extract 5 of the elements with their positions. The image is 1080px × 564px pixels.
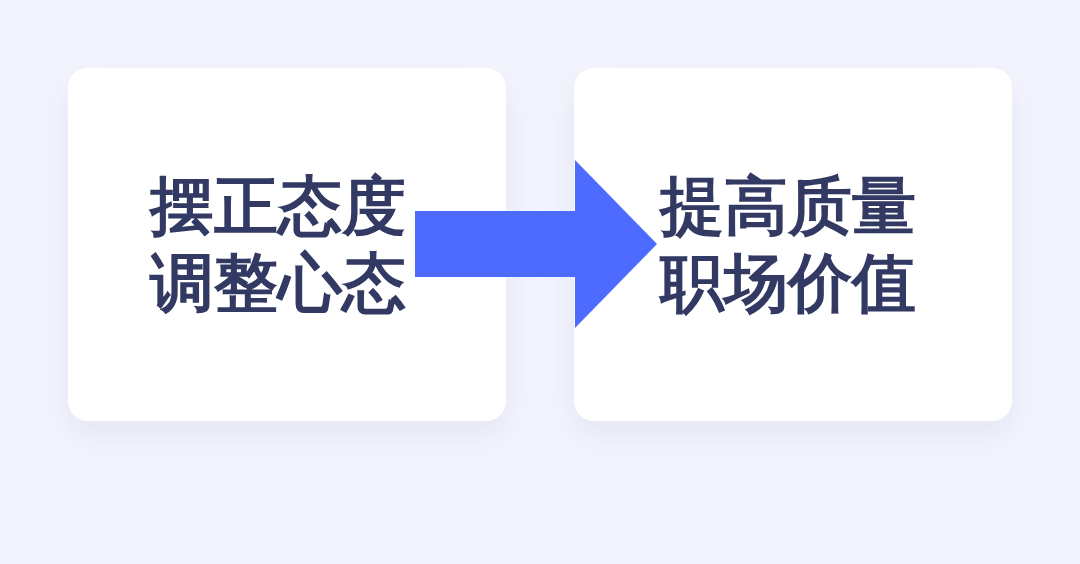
- card: [68, 68, 506, 421]
- card-text: 提高质量职场价值: [660, 168, 917, 322]
- card: [574, 68, 1012, 421]
- card-text: 摆正态度调整心态: [150, 168, 407, 322]
- block-arrow: [415, 160, 657, 328]
